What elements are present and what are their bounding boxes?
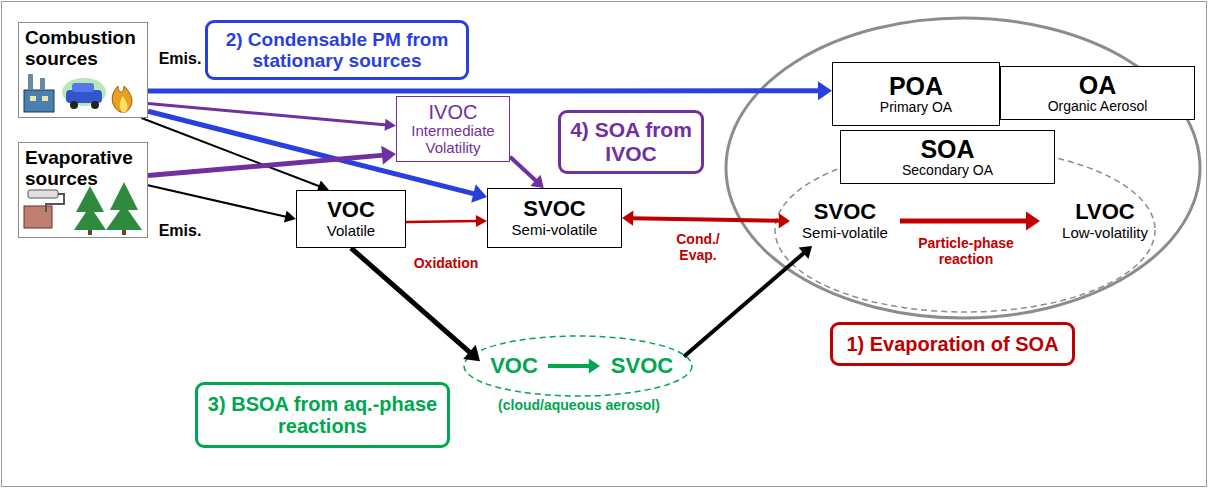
- node-title: 2) Condensable PM from stationary source…: [216, 29, 458, 72]
- aerosol-box: POAPrimary OA: [832, 62, 1000, 126]
- annotation-label: Emis.: [156, 222, 204, 240]
- node-subtitle: Intermediate Volatility: [401, 123, 505, 157]
- connector: [148, 185, 296, 222]
- connector: [548, 358, 600, 373]
- connector-line: [406, 220, 478, 223]
- arrowhead: [622, 211, 633, 226]
- connector: [622, 211, 790, 229]
- arrowhead: [779, 213, 790, 228]
- aerosol-ellipse: [726, 18, 1200, 318]
- arrowhead: [463, 345, 480, 361]
- node-title: OA: [1079, 71, 1117, 99]
- arrowhead: [476, 215, 487, 227]
- annotation-label: Emis.: [156, 50, 204, 68]
- evaporative-icons: [24, 182, 142, 235]
- callout-box: 2) Condensable PM from stationary source…: [205, 20, 469, 80]
- node-title: SVOC: [611, 354, 673, 379]
- callout-box: 1) Evaporation of SOA: [830, 322, 1075, 366]
- connector: [148, 104, 396, 131]
- edge-label: Oxidation: [404, 256, 488, 272]
- arrowhead: [1026, 212, 1040, 231]
- connector-line: [900, 219, 1028, 224]
- connector: [510, 157, 544, 188]
- node-title: Evaporative sources: [25, 147, 141, 190]
- callout-box: 4) SOA from IVOC: [558, 110, 704, 174]
- node-subtitle: Organic Aerosol: [1048, 99, 1148, 115]
- arrowhead: [381, 146, 396, 165]
- combustion-icons: [24, 74, 132, 112]
- source-box: Combustion sources: [18, 22, 148, 118]
- source-box: Evaporative sources: [18, 142, 148, 238]
- node-title: POA: [889, 72, 943, 100]
- arrowhead: [818, 81, 832, 100]
- connector-line: [148, 185, 287, 217]
- node-subtitle: Volatile: [327, 223, 375, 240]
- node-subtitle: Semi-volatile: [802, 225, 888, 242]
- connector-line: [142, 118, 321, 187]
- node-title: 1) Evaporation of SOA: [846, 333, 1058, 355]
- node-title: SVOC: [523, 197, 585, 222]
- particle-ellipse: [775, 148, 1155, 312]
- arrowhead: [471, 184, 487, 202]
- node-title: LVOC: [1075, 200, 1134, 225]
- arrowhead: [284, 211, 296, 223]
- species-label: VOC: [480, 350, 548, 382]
- edge-label: Cond./ Evap.: [662, 232, 734, 263]
- node-title: VOC: [327, 198, 375, 223]
- node-title: 3) BSOA from aq.-phase reactions: [206, 393, 439, 438]
- annotation-label: (cloud/aqueous aerosol): [474, 398, 684, 414]
- connector: [900, 212, 1040, 231]
- node-title: SVOC: [814, 200, 876, 225]
- species-box: IVOCIntermediate Volatility: [396, 96, 510, 162]
- node-subtitle: Semi-volatile: [512, 222, 598, 239]
- arrowhead: [385, 119, 396, 131]
- species-box: VOCVolatile: [296, 190, 406, 248]
- connector: [406, 215, 487, 227]
- node-subtitle: Secondary OA: [902, 163, 993, 179]
- callout-box: 3) BSOA from aq.-phase reactions: [195, 382, 450, 448]
- node-title: 4) SOA from IVOC: [569, 118, 693, 165]
- connector-line: [548, 364, 591, 368]
- node-title: SOA: [920, 135, 974, 163]
- node-title: IVOC: [429, 101, 478, 123]
- species-label: SVOCSemi-volatile: [790, 196, 900, 246]
- connector-line: [510, 157, 537, 182]
- connector: [142, 118, 330, 192]
- connector: [148, 146, 396, 176]
- node-title: Combustion sources: [25, 27, 141, 70]
- species-label: SVOC: [600, 350, 684, 382]
- node-title: VOC: [490, 354, 538, 379]
- species-box: SVOCSemi-volatile: [487, 188, 622, 248]
- arrowhead: [530, 175, 543, 188]
- aerosol-box: OAOrganic Aerosol: [1000, 66, 1195, 120]
- arrowhead: [589, 358, 600, 373]
- aqueous-ellipse: [464, 336, 692, 396]
- connector-line: [148, 88, 820, 93]
- connector-line: [631, 218, 781, 221]
- aerosol-box: SOASecondary OA: [840, 130, 1055, 184]
- edge-label: Particle-phase reaction: [902, 236, 1030, 267]
- node-subtitle: Primary OA: [880, 100, 952, 116]
- connector-line: [148, 155, 384, 175]
- connector-line: [684, 252, 805, 356]
- node-subtitle: Low-volatility: [1062, 225, 1148, 242]
- species-label: LVOCLow-volatility: [1040, 196, 1170, 246]
- arrowhead: [799, 246, 812, 259]
